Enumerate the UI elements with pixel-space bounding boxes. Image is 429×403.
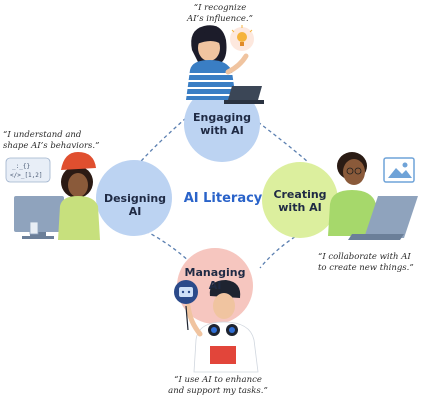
image-icon	[383, 157, 415, 183]
quote-engaging: “I recognize AI’s influence.”	[175, 3, 265, 25]
engaging-line-2: with AI	[200, 124, 244, 137]
node-circle-engaging	[184, 86, 260, 162]
code-icon: _:_{} </>_[1,2]	[5, 157, 51, 183]
node-label-managing: Managing AI	[178, 266, 252, 292]
quote-creating-line-1: “I collaborate with AI	[318, 252, 411, 262]
node-circle-designing	[96, 160, 172, 236]
quote-designing-line-1: “I understand and	[3, 130, 82, 140]
node-label-creating: Creating with AI	[265, 188, 335, 214]
quote-managing: “I use AI to enhance and support my task…	[168, 375, 268, 397]
person-managing-illustration	[185, 280, 259, 373]
person-creating-illustration	[328, 152, 418, 240]
arc-top-left	[135, 117, 187, 168]
node-label-engaging: Engaging with AI	[187, 111, 257, 137]
quote-designing: “I understand and shape AI’s behaviors.”	[3, 130, 113, 152]
designing-line-1: Designing AI	[103, 192, 167, 218]
person-designing-illustration	[14, 152, 100, 240]
quote-engaging-line-1: “I recognize	[193, 3, 247, 13]
quote-engaging-line-2: AI’s influence.”	[187, 14, 253, 24]
center-title: AI Literacy	[183, 191, 263, 206]
arc-top-right	[257, 121, 309, 163]
quote-designing-line-2: shape AI’s behaviors.”	[3, 141, 100, 151]
node-circle-creating	[262, 162, 338, 238]
svg-text:</>_[1,2]: </>_[1,2]	[10, 172, 43, 179]
managing-line-1: Managing AI	[184, 266, 246, 292]
engaging-line-1: Engaging	[193, 111, 251, 124]
quote-creating-line-2: to create new things.”	[318, 263, 414, 273]
quote-managing-line-2: and support my tasks.”	[168, 386, 268, 396]
node-label-designing: Designing AI	[99, 192, 171, 218]
quote-managing-line-1: “I use AI to enhance	[174, 375, 262, 385]
svg-text:_:_{}: _:_{}	[12, 163, 30, 170]
person-engaging-illustration	[186, 25, 264, 104]
lightbulb-icon	[230, 25, 254, 51]
arc-bottom-right	[259, 229, 307, 269]
creating-line-1: Creating	[273, 188, 327, 201]
quote-creating: “I collaborate with AI to create new thi…	[318, 252, 426, 274]
creating-line-2: with AI	[278, 201, 322, 214]
chatbot-sign-icon	[174, 280, 198, 331]
